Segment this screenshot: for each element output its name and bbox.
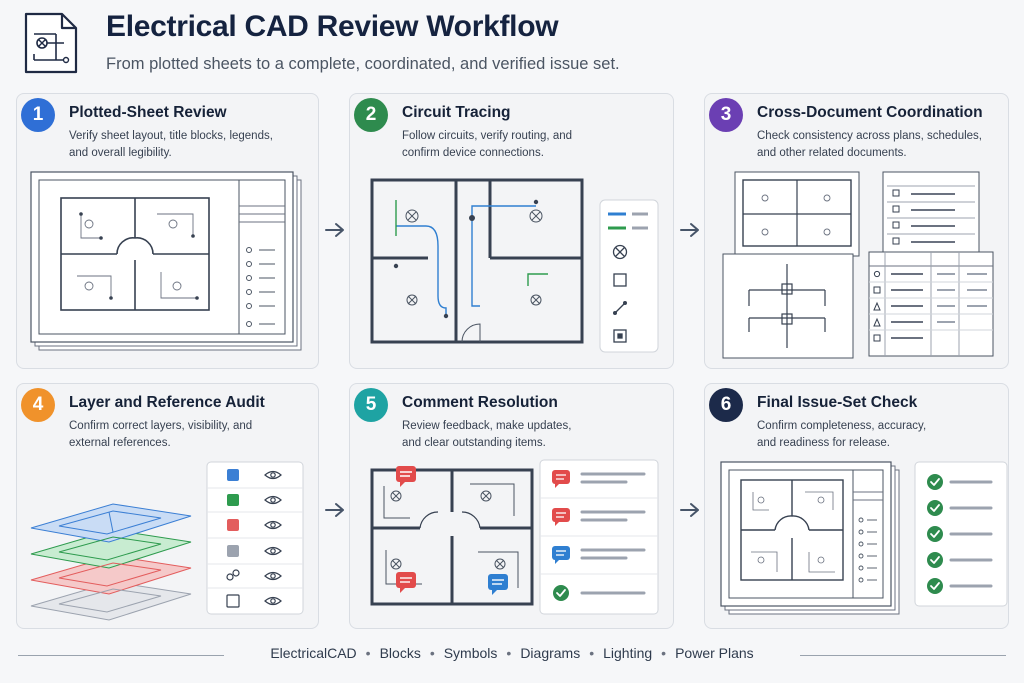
step-title: Final Issue-Set Check	[757, 394, 918, 411]
comment-icon[interactable]	[396, 466, 416, 487]
footer-divider-right	[800, 655, 1006, 656]
step-title: Plotted-Sheet Review	[69, 104, 227, 121]
footer-separator: •	[589, 645, 595, 661]
footer-tag: Blocks	[379, 645, 421, 661]
eye-icon[interactable]	[264, 470, 282, 606]
comment-icon[interactable]	[552, 508, 570, 526]
step-card-5: 5 Comment Resolution Review feedback, ma…	[349, 383, 674, 629]
step-description: Check consistency across plans, schedule…	[757, 130, 982, 159]
arrow-right-icon	[680, 503, 699, 517]
comment-icon[interactable]	[552, 470, 570, 488]
step-title: Comment Resolution	[402, 394, 558, 411]
step-description: Confirm completeness, accuracy,and readi…	[757, 420, 927, 449]
footer-tag: Lighting	[603, 645, 653, 661]
document-schematic-icon	[24, 12, 78, 74]
step-card-1: 1 Plotted-Sheet Review Verify sheet layo…	[16, 93, 319, 369]
step-card-6: 6 Final Issue-Set Check Confirm complete…	[704, 383, 1009, 629]
plotted-sheet-illustration	[30, 171, 302, 351]
arrow-right-icon	[325, 223, 344, 237]
check-icon	[927, 474, 943, 594]
step-number-badge: 5	[354, 388, 388, 422]
arrow-right-icon	[325, 503, 344, 517]
footer-tag: Diagrams	[520, 645, 581, 661]
comment-icon[interactable]	[396, 572, 416, 593]
footer-divider-left	[18, 655, 224, 656]
footer-separator: •	[429, 645, 435, 661]
layer-stack-illustration	[30, 461, 304, 621]
step-card-3: 3 Cross-Document Coordination Check cons…	[704, 93, 1009, 369]
step-number-badge: 6	[709, 388, 743, 422]
comment-resolution-illustration	[370, 459, 659, 615]
circuit-tracing-illustration	[370, 178, 659, 353]
arrow-right-icon	[680, 223, 699, 237]
step-title: Layer and Reference Audit	[69, 394, 265, 411]
step-description: Review feedback, make updates,and clear …	[402, 420, 572, 449]
footer-separator: •	[365, 645, 371, 661]
step-card-2: 2 Circuit Tracing Follow circuits, verif…	[349, 93, 674, 369]
check-icon	[553, 585, 569, 601]
cross-document-illustration	[722, 171, 994, 359]
step-number-badge: 2	[354, 98, 388, 132]
page-title: Electrical CAD Review Workflow	[106, 10, 559, 43]
footer-separator: •	[506, 645, 512, 661]
footer-separator: •	[661, 645, 667, 661]
footer-tag-list: ElectricalCAD • Blocks • Symbols • Diagr…	[232, 645, 792, 661]
footer-tag: Symbols	[443, 645, 498, 661]
step-title: Cross-Document Coordination	[757, 104, 983, 121]
final-issue-set-illustration	[720, 461, 1008, 615]
step-description: Verify sheet layout, title blocks, legen…	[69, 130, 273, 159]
page-subtitle: From plotted sheets to a complete, coord…	[106, 55, 620, 73]
footer-tag: ElectricalCAD	[270, 645, 357, 661]
step-number-badge: 4	[21, 388, 55, 422]
comment-icon[interactable]	[552, 546, 570, 564]
step-number-badge: 1	[21, 98, 55, 132]
step-number-badge: 3	[709, 98, 743, 132]
step-card-4: 4 Layer and Reference Audit Confirm corr…	[16, 383, 319, 629]
step-title: Circuit Tracing	[402, 104, 511, 121]
comment-icon[interactable]	[488, 574, 508, 595]
footer-tag: Power Plans	[675, 645, 754, 661]
